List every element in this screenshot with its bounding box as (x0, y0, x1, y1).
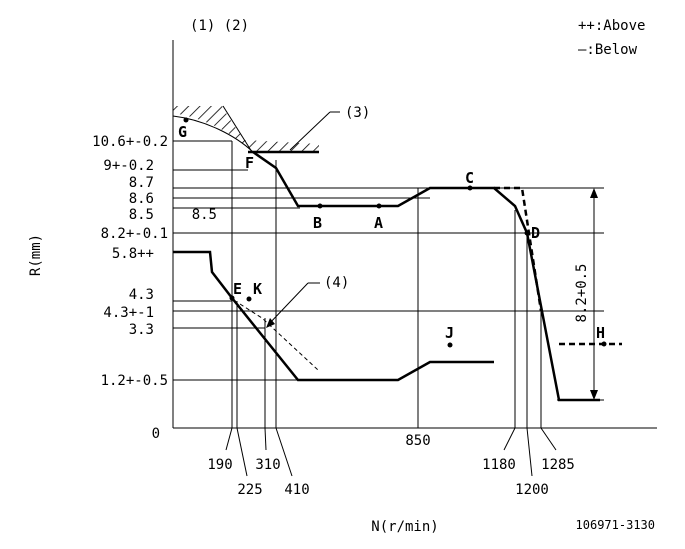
point-j: J (445, 324, 454, 342)
data-points (183, 117, 607, 348)
legend-above: ++:Above (578, 18, 645, 34)
point-c: C (465, 169, 474, 187)
point-j-dot (447, 342, 453, 348)
y-tick-9: 9+-0.2 (103, 158, 154, 174)
idle-curve (173, 250, 494, 382)
drawing-number: 106971-3130 (576, 518, 655, 532)
y-tick-4-3: 4.3 (129, 287, 154, 303)
y-tick-5-8: 5.8++ (112, 246, 154, 262)
y-axis-title: R(mm) (28, 234, 44, 276)
y-tick-8-6: 8.6 (129, 191, 154, 207)
callout-4: (4) (324, 275, 349, 291)
point-b-dot (317, 203, 323, 209)
x-tick-1285: 1285 (541, 457, 575, 473)
x-tick-1180: 1180 (482, 457, 516, 473)
above-tolerance-curve (494, 186, 543, 312)
point-c-dot (467, 185, 473, 191)
legend-below: —:Below (578, 42, 638, 58)
reference-lines-horizontal (173, 140, 604, 401)
inner-label-8-5: 8.5 (192, 207, 217, 223)
point-h: H (596, 324, 605, 342)
point-f: F (245, 154, 254, 172)
dimension-label: 8.2+0.5 (574, 263, 590, 322)
point-g: G (178, 123, 187, 141)
x-tick-190: 190 (207, 457, 232, 473)
full-load-curve (252, 150, 600, 402)
axes (172, 40, 657, 429)
y-tick-4-3-tol: 4.3+-1 (103, 305, 154, 321)
point-k: K (253, 280, 262, 298)
y-tick-1-2: 1.2+-0.5 (101, 373, 168, 389)
dimension-arrow (590, 188, 598, 400)
reference-lines-vertical (231, 141, 542, 428)
point-labels: G F B A C D E K J H (178, 123, 605, 342)
y-tick-8-2: 8.2+-0.1 (101, 226, 168, 242)
x-tick-1200: 1200 (515, 482, 549, 498)
x-axis-title: N(r/min) (371, 519, 438, 535)
point-k-dot (246, 296, 252, 302)
x-tick-labels: 190 225 310 410 850 1180 1200 1285 (207, 433, 575, 498)
x-tick-leaders (225, 427, 557, 477)
point-a-dot (376, 203, 382, 209)
x-tick-310: 310 (255, 457, 280, 473)
point-h-dot (601, 341, 607, 347)
point-e: E (233, 280, 242, 298)
point-d: D (531, 224, 540, 242)
idle-curve-dashed (239, 303, 319, 371)
markers-label: (1) (2) (190, 18, 249, 34)
y-tick-3-3: 3.3 (129, 322, 154, 338)
y-tick-10-6: 10.6+-0.2 (92, 134, 168, 150)
point-e-dot (229, 295, 235, 301)
x-tick-225: 225 (237, 482, 262, 498)
y-tick-8-7: 8.7 (129, 175, 154, 191)
point-g-dot (183, 117, 189, 123)
callout-3: (3) (345, 105, 370, 121)
hatched-limit-region (172, 105, 319, 154)
origin-label: 0 (152, 426, 160, 442)
point-b: B (313, 214, 322, 232)
y-tick-8-5: 8.5 (129, 207, 154, 223)
point-d-dot (524, 230, 530, 236)
callout-leaders (266, 111, 340, 328)
x-tick-410: 410 (284, 482, 309, 498)
x-tick-850: 850 (405, 433, 430, 449)
y-tick-labels: 10.6+-0.2 9+-0.2 8.7 8.6 8.5 8.5 8.2+-0.… (92, 134, 217, 389)
point-a: A (374, 214, 383, 232)
